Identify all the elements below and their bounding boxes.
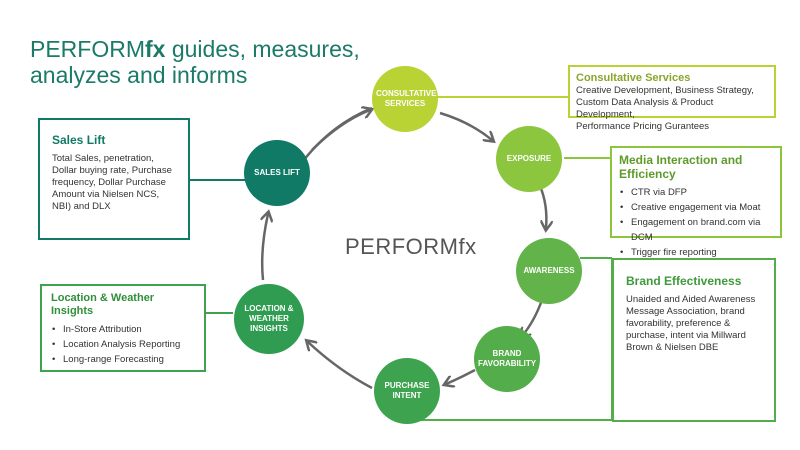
arc-location-sales	[262, 214, 268, 281]
node-purchase-label: PURCHASE INTENT	[384, 381, 430, 400]
box-consultative-line: Performance Pricing Gurantees	[576, 121, 710, 132]
node-location-weather: LOCATION & WEATHER INSIGHTS	[234, 284, 304, 354]
node-sales-lift: SALES LIFT	[244, 140, 310, 206]
box-consultative-title: Consultative Services	[576, 72, 691, 84]
box-brand-line: Message Association, brand	[626, 306, 745, 317]
box-brand-line: Unaided and Aided Awareness	[626, 294, 756, 305]
list-item: Location Analysis Reporting	[51, 337, 195, 352]
node-brand-favorability: BRAND FAVORABILITY	[474, 326, 540, 392]
arc-purchase-location	[308, 342, 373, 390]
arc-exposure-awareness	[538, 185, 546, 228]
node-sales-label: SALES LIFT	[254, 168, 300, 177]
arc-outer-top	[299, 106, 373, 166]
box-consultative-line: Creative Development, Business Strategy,	[576, 85, 754, 96]
box-consultative-services: Consultative Services Creative Developme…	[568, 65, 776, 132]
list-item: CTR via DFP	[619, 185, 773, 200]
box-sales-line: NBI) and DLX	[52, 201, 111, 212]
box-sales-line: Total Sales, penetration,	[52, 153, 154, 164]
node-consultative-label: CONSULTATIVE SERVICES	[376, 89, 437, 108]
box-brand-line: Brown & Nielsen DBE	[626, 342, 719, 353]
box-sales-line: frequency, Dollar Purchase	[52, 177, 166, 188]
node-consultative-services: CONSULTATIVE SERVICES	[372, 66, 438, 132]
node-brand-label: BRAND FAVORABILITY	[478, 349, 537, 368]
arc-sales-consultative	[311, 110, 370, 151]
node-awareness-label: AWARENESS	[523, 266, 575, 275]
box-location-list: In-Store Attribution Location Analysis R…	[51, 322, 195, 367]
node-location-label: LOCATION & WEATHER INSIGHTS	[244, 304, 294, 333]
box-media-list: CTR via DFP Creative engagement via Moat…	[619, 185, 773, 260]
box-consultative-line: Custom Data Analysis & Product Developme…	[576, 97, 714, 120]
box-media-interaction: Media Interaction and Efficiency CTR via…	[610, 146, 782, 260]
node-purchase-intent: PURCHASE INTENT	[374, 358, 440, 424]
box-brand-line: favorability, preference &	[626, 318, 731, 329]
center-label: PERFORMfx	[345, 234, 477, 259]
list-item: Long-range Forecasting	[51, 352, 195, 367]
node-exposure: EXPOSURE	[496, 126, 562, 192]
list-item: Creative engagement via Moat	[619, 200, 773, 215]
arc-consultative-exposure	[439, 111, 492, 140]
list-item: Engagement on brand.com via DCM	[619, 215, 773, 245]
page-title: PERFORMfx guides, measures, analyzes and…	[30, 36, 360, 88]
box-brand-effectiveness: Brand Effectiveness Unaided and Aided Aw…	[612, 258, 776, 422]
box-sales-line: Dollar buying rate, Purchase	[52, 165, 172, 176]
box-brand-line: purchase, intent via Millward	[626, 330, 746, 341]
node-exposure-label: EXPOSURE	[506, 154, 552, 163]
arc-brand-purchase	[446, 368, 476, 384]
box-brand-title: Brand Effectiveness	[626, 274, 742, 288]
box-location-weather: Location & Weather Insights In-Store Att…	[40, 284, 206, 372]
box-media-title: Media Interaction and Efficiency	[619, 153, 743, 181]
box-sales-lift: Sales Lift Total Sales, penetration, Dol…	[38, 118, 190, 240]
node-awareness: AWARENESS	[516, 238, 582, 304]
box-location-title: Location & Weather Insights	[51, 292, 155, 317]
box-sales-title: Sales Lift	[52, 133, 106, 147]
box-sales-line: Amount via Nielsen NCS,	[52, 189, 160, 200]
list-item: In-Store Attribution	[51, 322, 195, 337]
list-item: Trigger fire reporting	[619, 245, 773, 260]
